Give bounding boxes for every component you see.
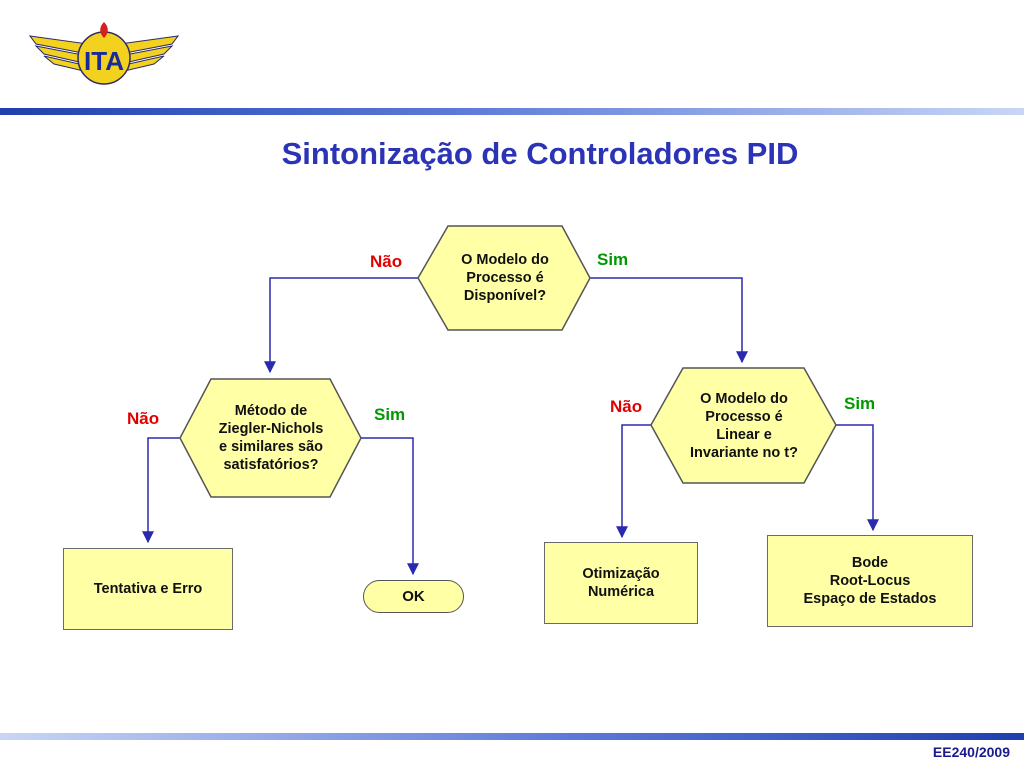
logo-text: ITA	[84, 46, 124, 76]
label-no-q3: Não	[610, 397, 643, 416]
page-title: Sintonização de Controladores PID	[281, 136, 799, 171]
decision-hexagon-model-available	[417, 225, 591, 331]
bottom-divider-bar	[0, 733, 1024, 740]
label-no-q1: Não	[370, 252, 403, 271]
connector-q1-yes	[590, 277, 748, 364]
label-yes-q2: Sim	[374, 405, 406, 424]
terminal-ok: OK	[363, 580, 464, 613]
connector-q2-yes	[361, 437, 419, 576]
decision-text-ziegler-nichols: Método de Ziegler-Nichols e similares sã…	[218, 403, 324, 473]
box-otimizacao-numerica: Otimização Numérica	[544, 542, 698, 624]
top-divider-bar	[0, 108, 1024, 115]
decision-text-model-available: O Modelo do Processo é Disponível?	[461, 252, 549, 304]
connector-q3-no	[616, 424, 651, 539]
connector-q1-no	[264, 277, 418, 374]
connector-q2-no	[142, 437, 180, 544]
box-tentativa-erro: Tentativa e Erro	[63, 548, 233, 630]
label-no-q2: Não	[127, 409, 160, 428]
ita-logo-icon: ITA	[28, 22, 180, 85]
box-bode-root-locus: Bode Root-Locus Espaço de Estados	[767, 535, 973, 627]
label-yes-q3: Sim	[844, 394, 876, 413]
decision-hexagon-ziegler-nichols	[179, 378, 362, 498]
connector-q3-yes	[836, 424, 879, 532]
decision-hexagon-linear-invariant	[650, 367, 837, 484]
label-yes-q1: Sim	[597, 250, 629, 269]
footer-course-code: EE240/2009	[932, 744, 1010, 760]
decision-text-linear-invariant: O Modelo do Processo é Linear e Invarian…	[690, 391, 798, 461]
